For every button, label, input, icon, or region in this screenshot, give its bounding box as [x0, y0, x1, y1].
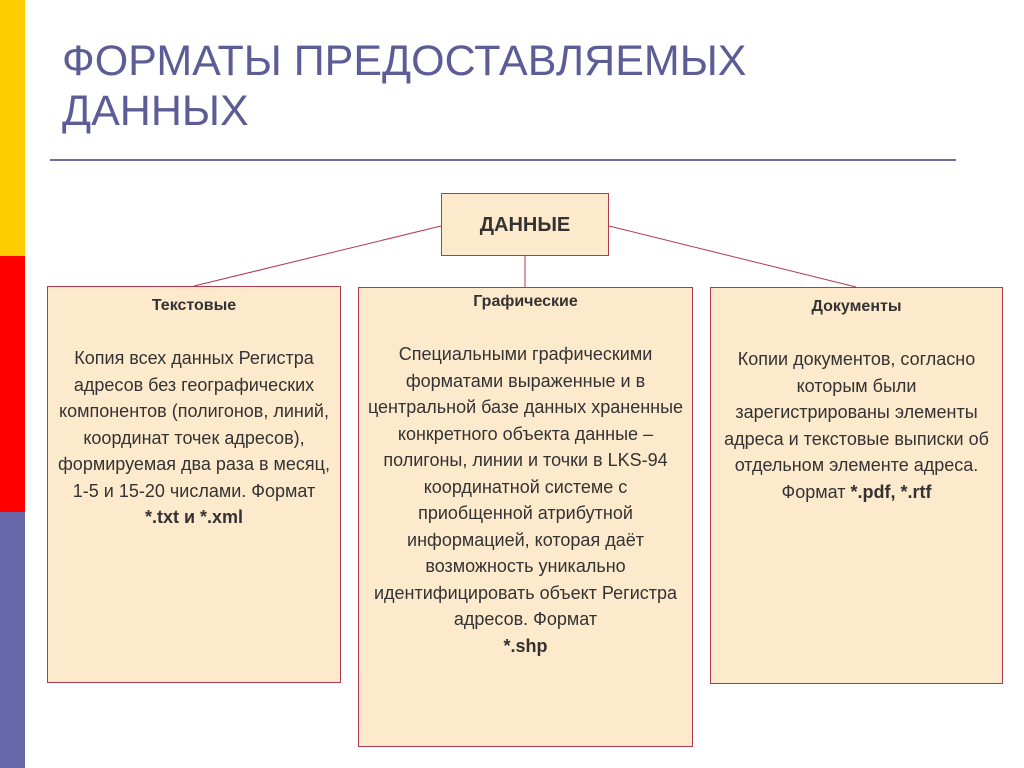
- node-description: Копии документов, согласно которым были …: [717, 346, 996, 505]
- slide-title-line-2: ДАННЫХ: [62, 87, 249, 135]
- node-text: Копия всех данных Регистра адресов без г…: [58, 348, 330, 501]
- slide-title-line-1: ФОРМАТЫ ПРЕДОСТАВЛЯЕМЫХ: [62, 37, 747, 85]
- node-description: Копия всех данных Регистра адресов без г…: [54, 345, 334, 531]
- connector-to-documents: [608, 225, 857, 288]
- node-format: *.shp: [503, 635, 548, 656]
- node-text: Копии документов, согласно которым были …: [724, 349, 989, 502]
- accent-stripe-blue: [0, 512, 25, 768]
- slide-title: ФОРМАТЫ ПРЕДОСТАВЛЯЕМЫХ ДАННЫХ: [62, 36, 962, 136]
- node-heading: Документы: [811, 298, 902, 315]
- node-description: Специальными графическими форматами выра…: [365, 341, 686, 659]
- node-format: *.txt и *.xml: [144, 507, 244, 527]
- node-heading: Графические: [473, 293, 578, 310]
- accent-stripe-yellow: [0, 0, 25, 256]
- title-underline: [50, 159, 956, 161]
- node-document-formats: Документы Копии документов, согласно кот…: [710, 287, 1003, 684]
- accent-stripe-red: [0, 256, 25, 512]
- node-text: Специальными графическими форматами выра…: [367, 344, 684, 629]
- node-text-formats: Текстовые Копия всех данных Регистра адр…: [47, 286, 341, 683]
- root-node-label: ДАННЫЕ: [479, 214, 571, 236]
- node-heading: Текстовые: [151, 297, 237, 314]
- root-node-data: ДАННЫЕ: [441, 193, 609, 256]
- node-format: *.pdf, *.rtf: [850, 481, 932, 502]
- node-graphic-formats: Графические Специальными графическими фо…: [358, 287, 693, 747]
- connector-to-text: [193, 225, 442, 287]
